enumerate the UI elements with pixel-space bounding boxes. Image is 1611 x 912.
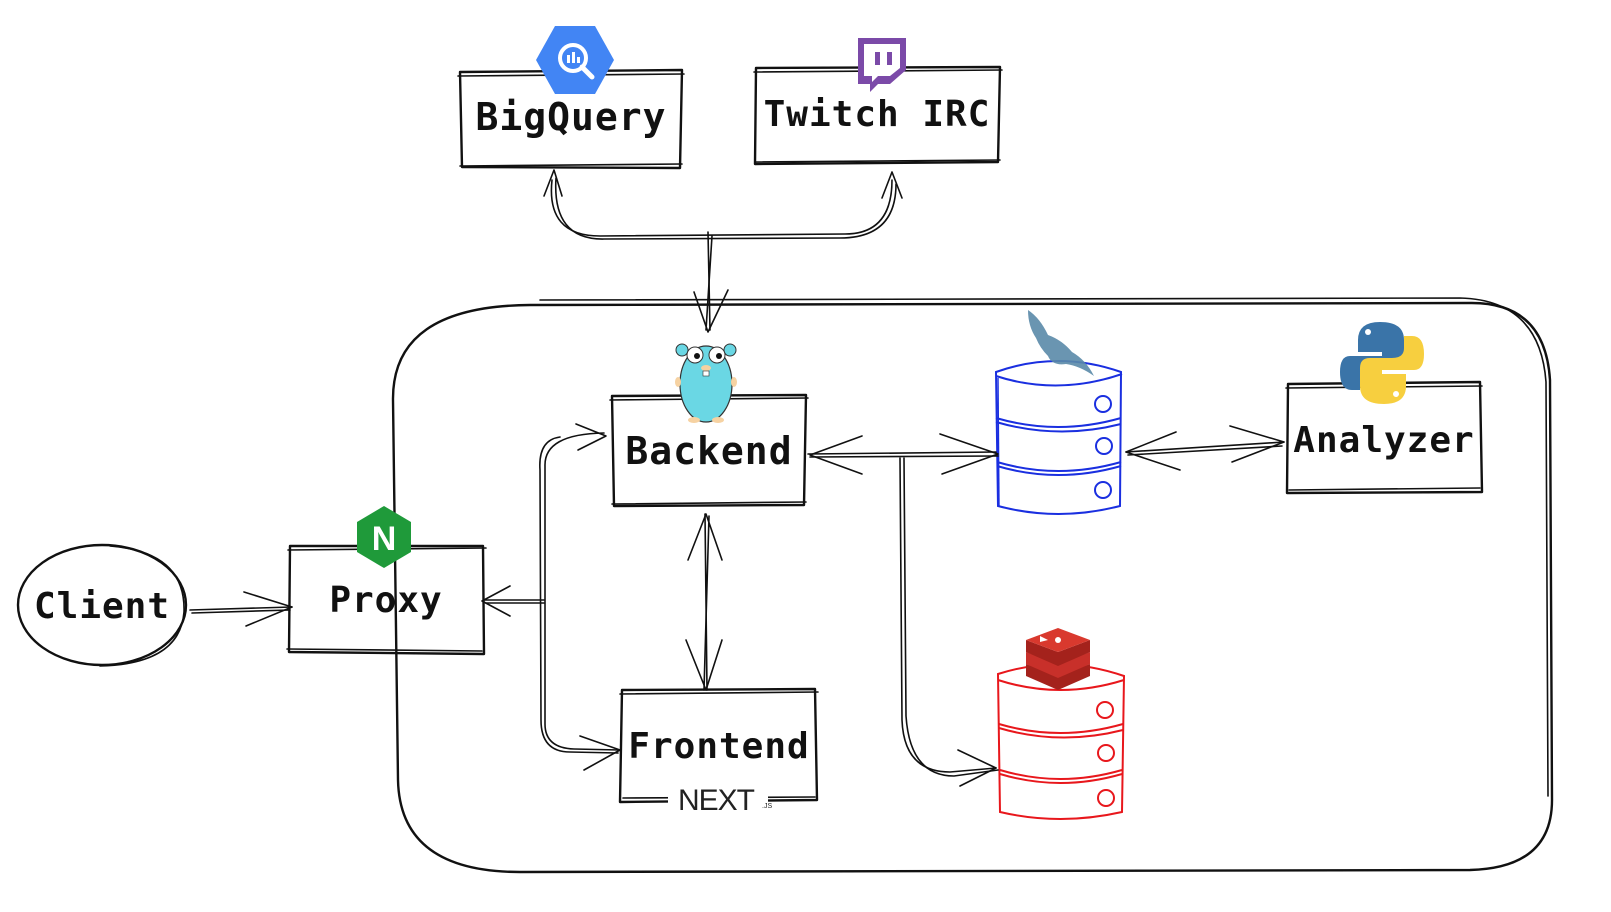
backend-database-connector bbox=[807, 433, 999, 787]
client-label: Client bbox=[34, 586, 170, 627]
nginx-icon: N bbox=[357, 506, 411, 568]
svg-text:.JS: .JS bbox=[762, 803, 772, 810]
client-proxy-connector bbox=[189, 591, 293, 627]
bigquery-icon bbox=[536, 26, 614, 94]
proxy-node[interactable]: Proxy N bbox=[286, 506, 487, 656]
proxy-app-connector bbox=[481, 423, 621, 771]
svg-text:N: N bbox=[372, 520, 397, 558]
go-gopher-icon bbox=[675, 343, 737, 423]
twitch-irc-label: Twitch IRC bbox=[764, 94, 991, 135]
backend-label: Backend bbox=[625, 429, 792, 473]
svg-text:NEXT: NEXT bbox=[678, 784, 755, 817]
analyzer-node[interactable]: Analyzer bbox=[1285, 322, 1484, 495]
twitch-irc-node[interactable]: Twitch IRC bbox=[753, 38, 1003, 166]
mysql-dolphin-icon bbox=[1028, 310, 1094, 376]
backend-frontend-connector bbox=[685, 513, 723, 691]
database-analyzer-connector bbox=[1125, 425, 1285, 471]
external-services-connector bbox=[543, 169, 903, 333]
backend-node[interactable]: Backend bbox=[609, 343, 809, 508]
twitch-icon bbox=[858, 38, 906, 92]
bigquery-node[interactable]: BigQuery bbox=[457, 26, 685, 170]
cluster-boundary bbox=[391, 297, 1554, 874]
python-icon bbox=[1340, 322, 1424, 404]
analyzer-label: Analyzer bbox=[1293, 420, 1474, 461]
frontend-node[interactable]: Frontend NEXT .JS bbox=[618, 687, 819, 817]
proxy-label: Proxy bbox=[329, 580, 442, 621]
redis-icon bbox=[1026, 628, 1090, 690]
frontend-label: Frontend bbox=[628, 726, 809, 767]
client-node[interactable]: Client bbox=[16, 543, 188, 667]
bigquery-label: BigQuery bbox=[475, 95, 666, 139]
mysql-database bbox=[994, 360, 1123, 515]
nextjs-logo: NEXT .JS bbox=[668, 784, 772, 817]
